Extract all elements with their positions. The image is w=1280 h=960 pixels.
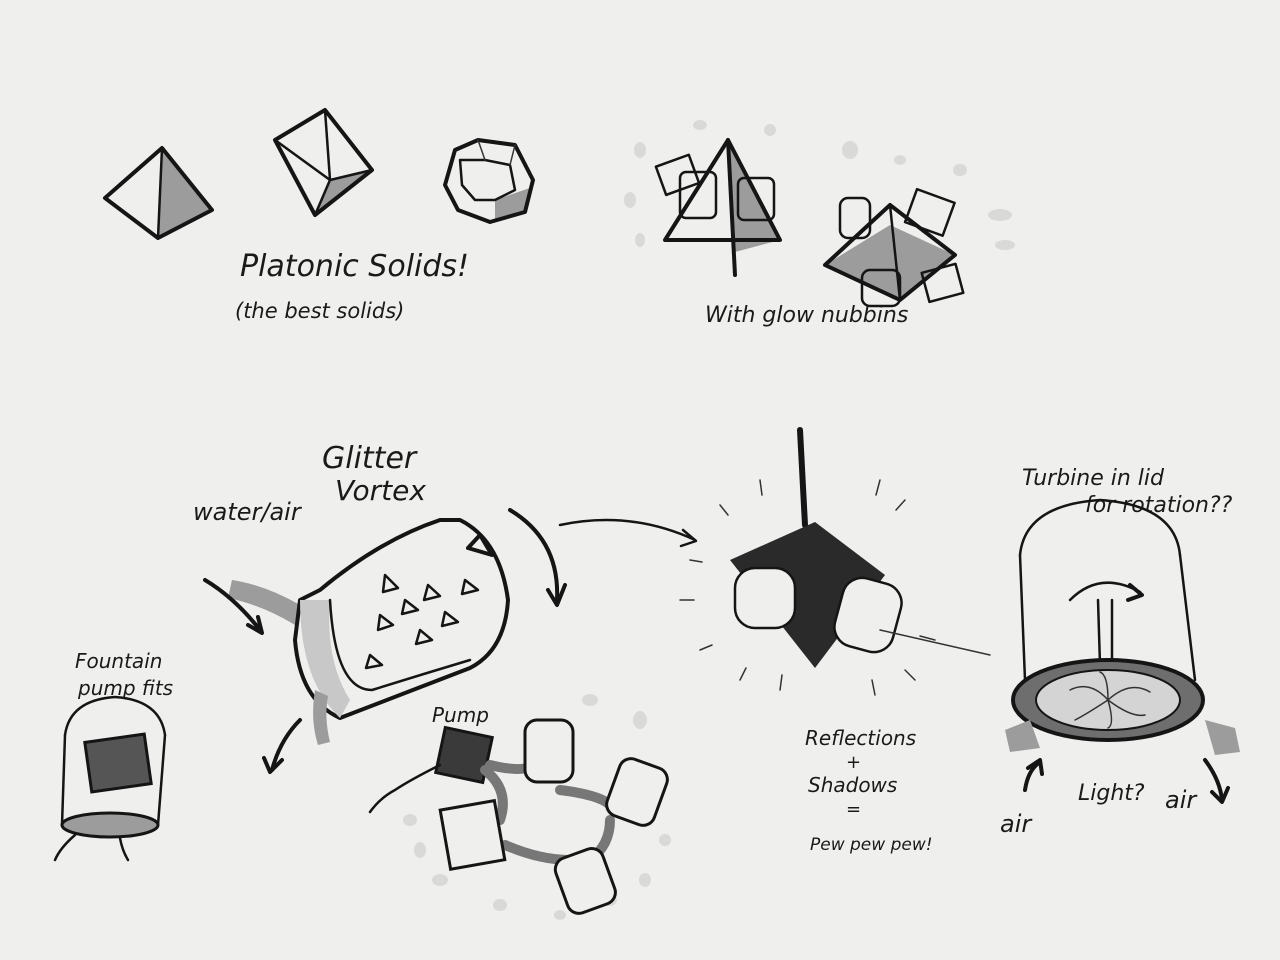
- air-right-label: air: [1165, 786, 1198, 814]
- flow-arrow: [560, 520, 695, 540]
- dodecahedron-sketch: [445, 140, 533, 222]
- octahedron-sketch: [275, 110, 372, 215]
- rotation-label: for rotation??: [1085, 493, 1233, 518]
- tetrahedron-sketch: [105, 148, 212, 238]
- plus-label: +: [846, 752, 861, 773]
- vortex-label: Vortex: [335, 474, 426, 507]
- equals-label: =: [846, 799, 861, 820]
- water-air-label: water/air: [193, 498, 303, 526]
- shadows-label: Shadows: [808, 773, 897, 797]
- pump-fits-label: pump fits: [77, 676, 173, 700]
- pew-pew-label: Pew pew pew!: [810, 835, 933, 855]
- glitter-vortex-cylinder: [205, 510, 565, 772]
- pump-label: Pump: [432, 703, 489, 727]
- reflections-label: Reflections: [805, 726, 916, 750]
- turbine-lid-sketch: [1005, 500, 1240, 802]
- platonic-solids-title: Platonic Solids!: [240, 249, 469, 284]
- turbine-label: Turbine in lid: [1022, 466, 1165, 491]
- pyramid-light-sketch: [680, 430, 990, 695]
- light-label: Light?: [1078, 781, 1145, 806]
- fountain-jar-sketch: [55, 697, 165, 860]
- octahedron-with-nubbins-sketch: [825, 189, 963, 306]
- platonic-solids-subtitle: (the best solids): [235, 299, 404, 323]
- fountain-label: Fountain: [75, 649, 162, 673]
- air-left-label: air: [1000, 810, 1033, 838]
- glitter-label: Glitter: [322, 441, 418, 476]
- glow-nubbins-label: With glow nubbins: [705, 303, 908, 328]
- tetrahedron-with-nubbins-sketch: [656, 140, 780, 275]
